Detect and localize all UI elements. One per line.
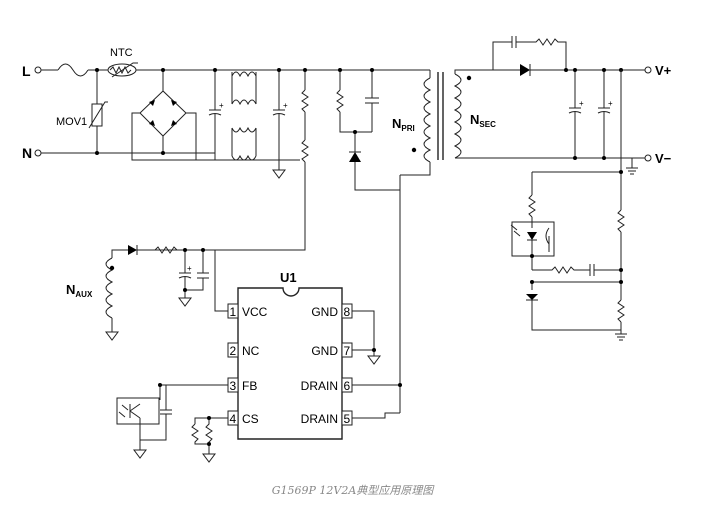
input-terminals: L N <box>22 63 42 161</box>
startup-resistor <box>140 68 309 251</box>
ic-pin-8: 8 GND <box>311 303 353 319</box>
feedback-primary <box>116 383 228 459</box>
label-L: L <box>22 63 31 79</box>
label-NSEC: NSEC <box>470 112 496 129</box>
ic-pin-4: 4 CS <box>227 410 259 426</box>
label-NPRI: NPRI <box>392 116 415 133</box>
ic-pin-name: GND <box>311 305 338 319</box>
ic-pin-5: 5 DRAIN <box>301 410 353 426</box>
ic-pin-7: 7 GND <box>311 342 353 358</box>
label-Vplus: V+ <box>655 63 672 78</box>
input-filter: + + <box>208 68 300 179</box>
label-Vminus: V− <box>655 151 672 166</box>
ic-pin-6: 6 DRAIN <box>301 377 353 393</box>
ic-pin-name: GND <box>311 344 338 358</box>
ic-pin-number: 8 <box>344 305 351 319</box>
ic-pin-name: DRAIN <box>301 412 338 426</box>
svg-text:+: + <box>187 264 192 273</box>
ic-right-wiring <box>352 310 402 419</box>
ic-pin-number: 5 <box>344 412 351 426</box>
ic-pin-number: 2 <box>230 344 237 358</box>
diagram-caption: G1569P 12V2A典型应用原理图 <box>271 484 434 497</box>
transformer: NPRI NSEC <box>392 69 575 413</box>
label-NAUX: NAUX <box>66 282 93 299</box>
ic-pin-name: FB <box>242 379 257 393</box>
aux-winding: NAUX + <box>66 245 228 341</box>
fuse-symbol <box>57 63 89 77</box>
mov1-varistor: MOV1 <box>56 70 108 153</box>
ic-pin-3: 3 FB <box>227 377 257 393</box>
ic-pin-name: CS <box>242 412 259 426</box>
label-MOV1: MOV1 <box>56 116 87 128</box>
label-NTC: NTC <box>110 47 133 59</box>
ic-pin-name: VCC <box>242 305 268 319</box>
ic-pin-number: 3 <box>230 379 237 393</box>
ic-pin-number: 6 <box>344 379 351 393</box>
feedback-secondary <box>510 70 627 341</box>
ic-u1: U1 <box>237 270 343 440</box>
ic-pin-name: NC <box>242 344 260 358</box>
ic-pin-number: 1 <box>230 305 237 319</box>
rcd-snubber <box>336 68 400 191</box>
svg-text:+: + <box>283 101 288 110</box>
ic-pin-name: DRAIN <box>301 379 338 393</box>
ntc-thermistor: NTC <box>107 47 138 78</box>
ic-pin-number: 4 <box>230 412 237 426</box>
secondary-output: V+ + + V− <box>492 36 672 175</box>
current-sense <box>191 416 228 463</box>
label-N: N <box>22 145 32 161</box>
svg-text:+: + <box>219 101 224 110</box>
svg-text:+: + <box>608 99 613 108</box>
bridge-rectifier <box>131 70 215 161</box>
ic-pin-2: 2 NC <box>227 342 260 358</box>
ic-pin-1: 1 VCC <box>227 303 268 319</box>
label-U1: U1 <box>280 270 297 285</box>
svg-text:+: + <box>579 99 584 108</box>
ic-pin-number: 7 <box>344 344 351 358</box>
